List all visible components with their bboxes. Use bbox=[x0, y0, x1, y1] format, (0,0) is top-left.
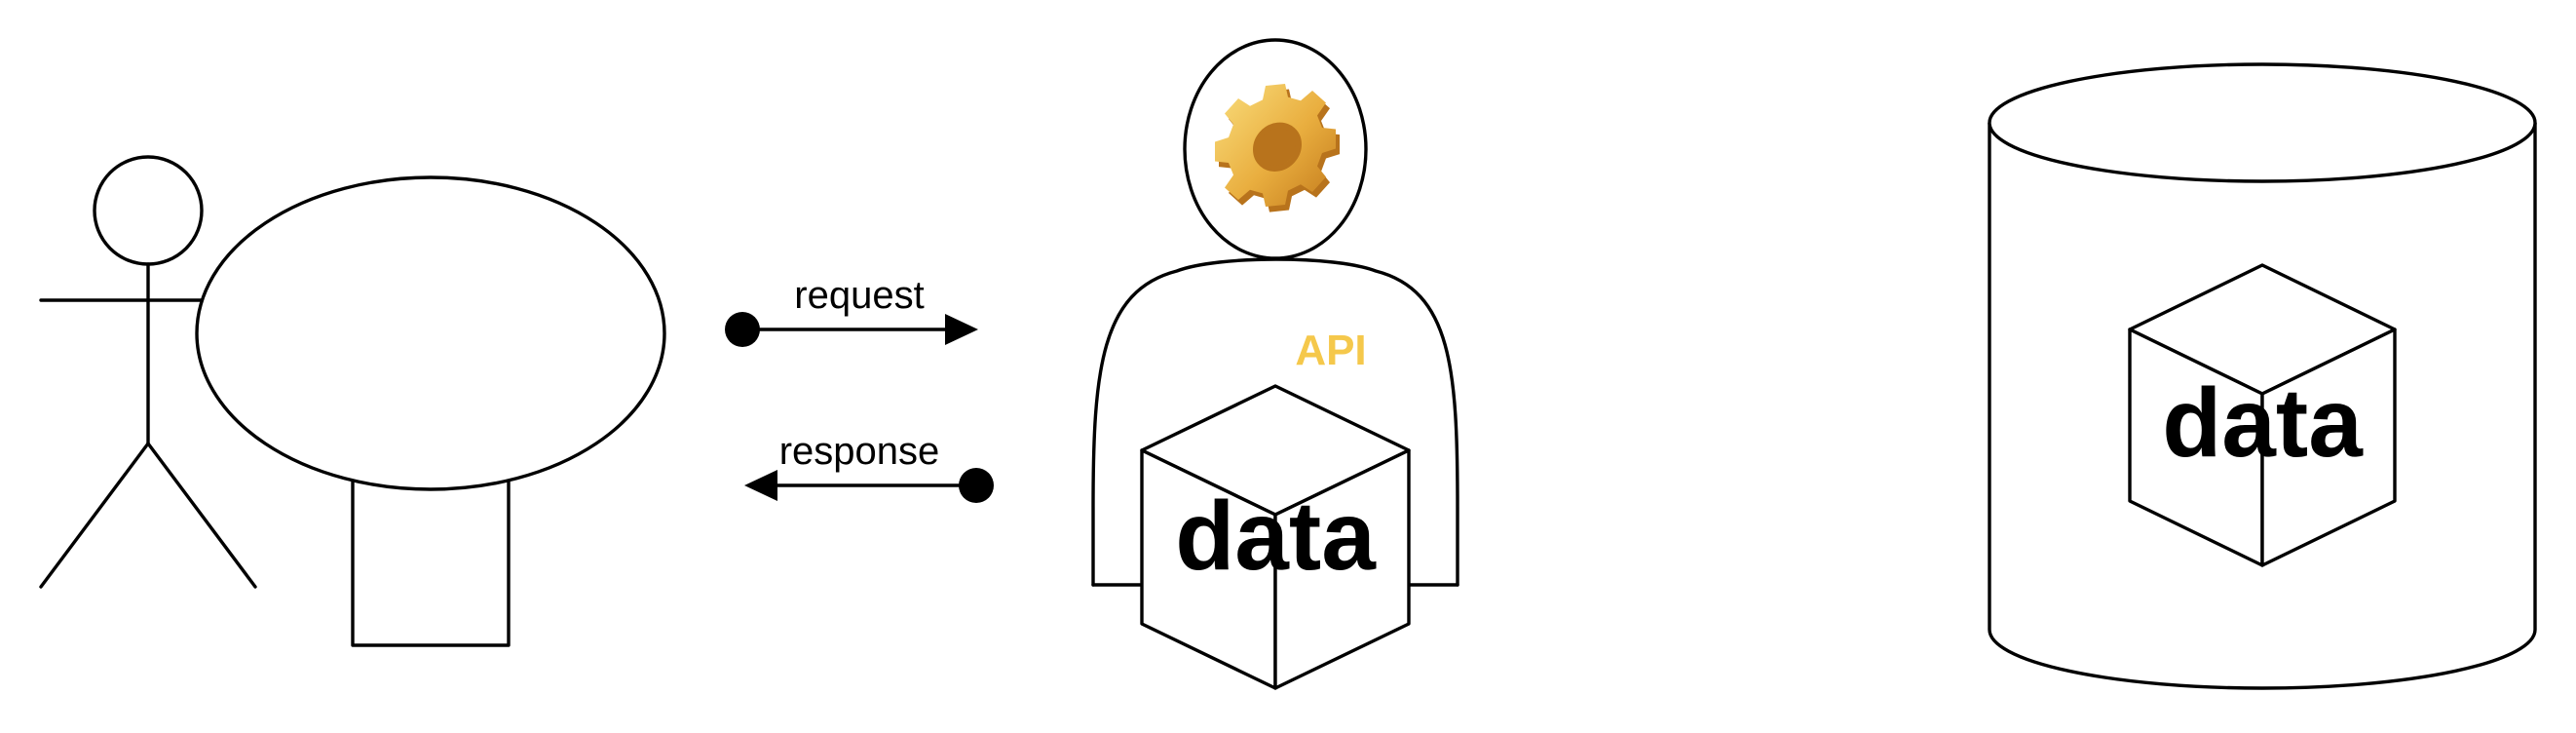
response-arrow-start-dot bbox=[959, 468, 994, 503]
response-label: response bbox=[779, 430, 940, 473]
database-data-cube: data bbox=[2128, 263, 2397, 567]
actor-right-leg bbox=[146, 442, 257, 589]
client-device bbox=[195, 175, 666, 647]
request-label: request bbox=[794, 274, 924, 317]
gear-icon bbox=[1215, 83, 1340, 212]
database-top bbox=[1988, 62, 2537, 183]
db-cube-right bbox=[2260, 328, 2397, 567]
request-arrow-start-dot bbox=[725, 312, 760, 347]
database: data bbox=[1988, 62, 2537, 690]
api-cube-right bbox=[1273, 448, 1411, 690]
response-arrow-head bbox=[744, 470, 777, 501]
actor-head bbox=[93, 155, 204, 266]
request-arrow: request bbox=[725, 274, 978, 347]
actor-left-leg bbox=[39, 442, 150, 589]
request-arrow-head bbox=[945, 314, 978, 345]
api-data-label: data bbox=[1175, 482, 1377, 591]
api-data-cube: data bbox=[1140, 384, 1411, 690]
response-arrow: response bbox=[744, 430, 994, 503]
device-screen bbox=[195, 175, 666, 491]
client-actor bbox=[39, 155, 257, 589]
api-server: API data bbox=[1091, 38, 1459, 690]
db-data-label: data bbox=[2162, 368, 2364, 478]
api-label: API bbox=[1295, 327, 1366, 374]
